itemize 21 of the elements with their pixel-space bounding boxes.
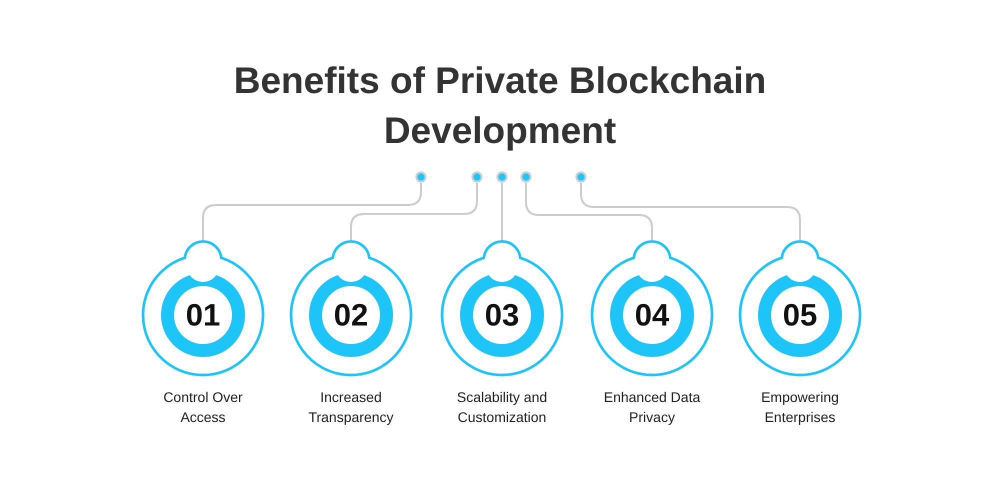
step-number: 02 [334,300,368,330]
step-label: Control Over Access [162,388,244,427]
step-label: Increased Transparency [307,388,395,427]
connector-dot [575,171,587,183]
step-number: 05 [782,300,818,330]
step-number: 01 [186,300,220,330]
connector-dot [496,171,508,183]
connector-dot [520,171,532,183]
connector-dot [415,171,427,183]
connector-line [580,183,801,242]
connector-line [202,183,422,242]
step-label: Empowering Enterprises [760,388,840,427]
step-number: 03 [484,300,520,330]
connector-line [525,183,653,242]
connector-dot [471,171,483,183]
connector-line [501,183,503,242]
step-number: 04 [634,300,670,330]
step-label: Enhanced Data Privacy [602,388,702,427]
step-label: Scalability and Customization [456,388,548,427]
connector-line [350,183,478,242]
title: Benefits of Private Blockchain Development [232,59,768,153]
